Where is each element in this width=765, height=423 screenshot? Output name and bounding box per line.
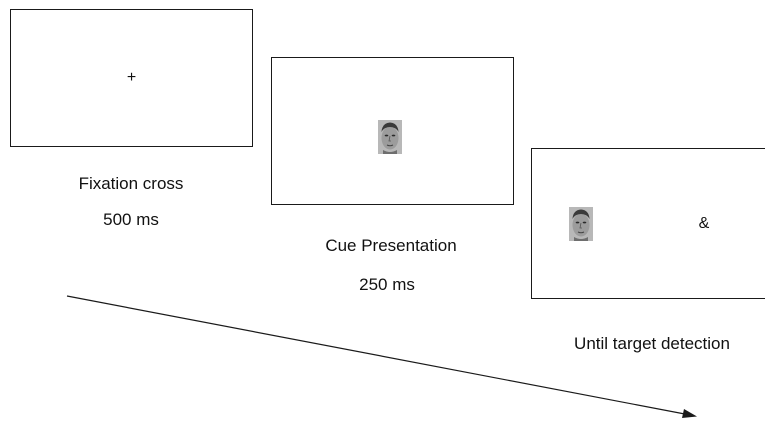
- target-screen: &: [531, 148, 765, 299]
- time-arrow-line: [66, 295, 691, 416]
- fixation-screen: +: [10, 9, 253, 147]
- fixation-cross: +: [126, 69, 137, 86]
- cue-duration: 250 ms: [359, 275, 415, 294]
- target-label: Until target detection: [574, 334, 730, 353]
- cue-label: Cue Presentation: [325, 236, 457, 255]
- fixation-label: Fixation cross: [78, 174, 184, 193]
- target-symbol: &: [698, 214, 710, 232]
- cue-screen: [271, 57, 514, 205]
- fixation-duration: 500 ms: [103, 210, 159, 229]
- face-icon: [569, 206, 593, 241]
- face-icon: [378, 119, 403, 154]
- time-arrow-head: [682, 409, 697, 418]
